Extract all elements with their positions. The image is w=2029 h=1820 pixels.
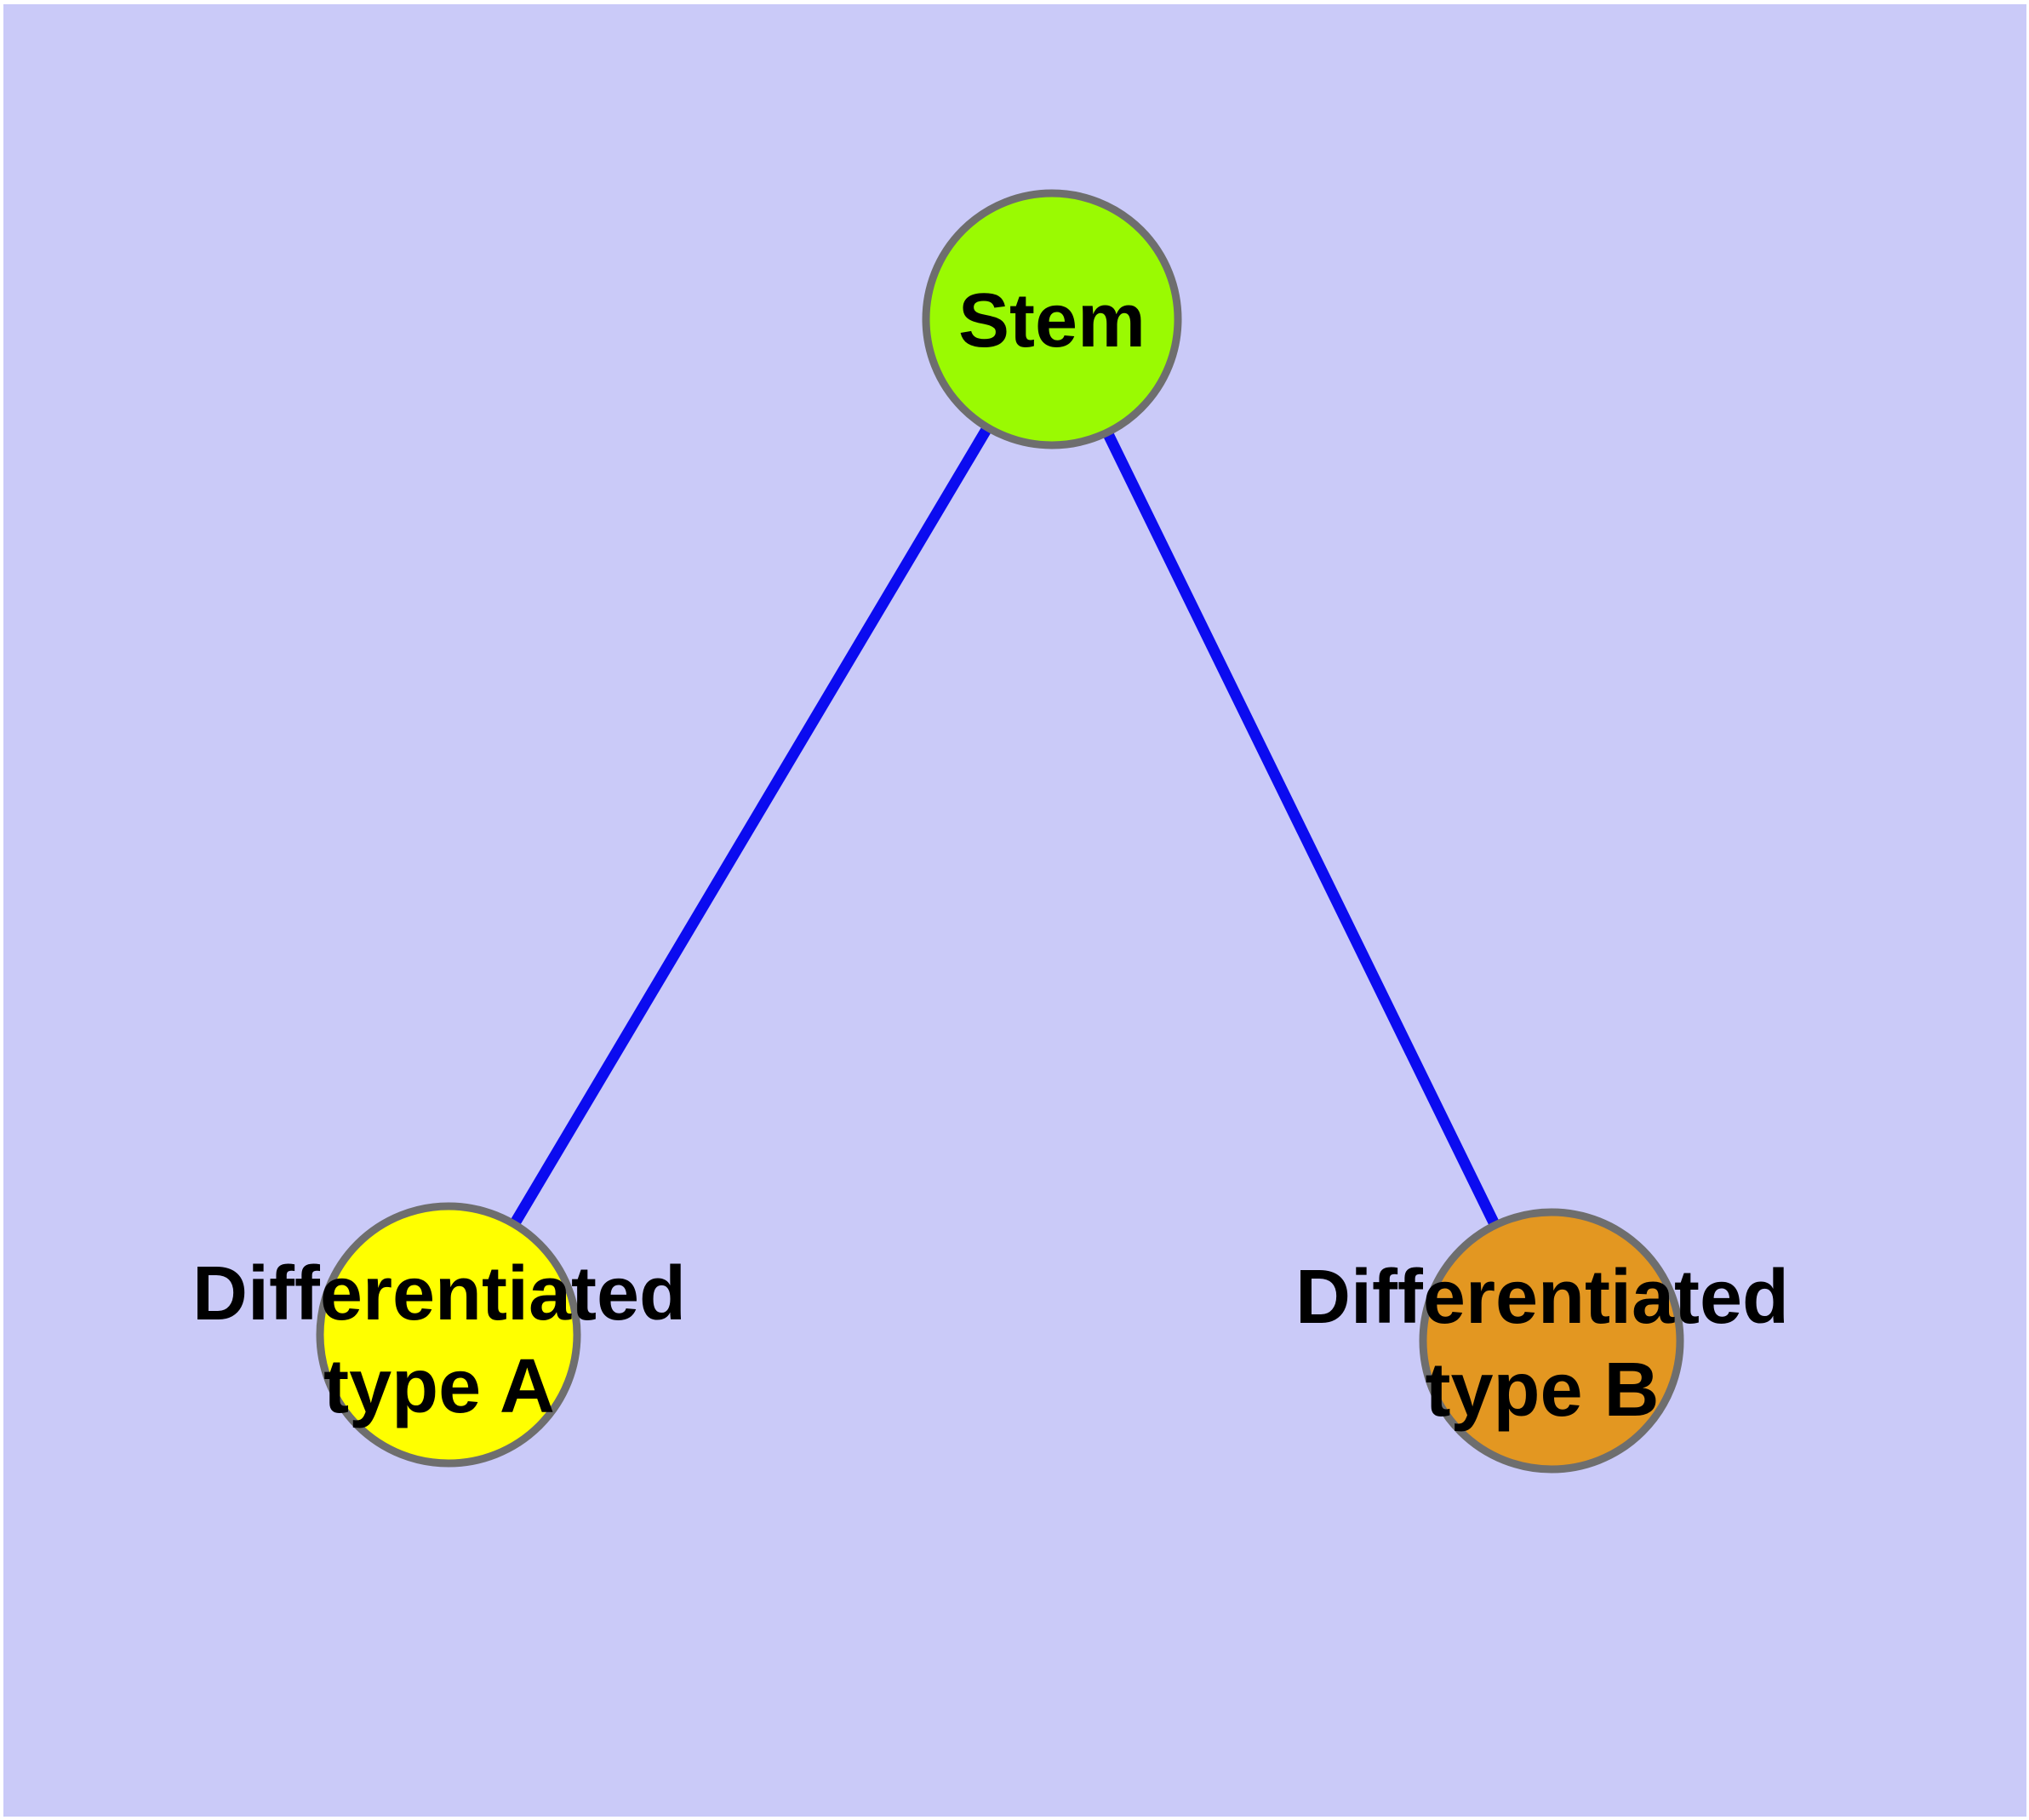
type-b-node-label-line2: type B [1425, 1348, 1659, 1433]
edge-stem-to-type-a [443, 316, 1057, 1338]
type-a-node-label-line1: Differentiated [192, 1251, 686, 1336]
type-a-node-circle [316, 1202, 581, 1468]
type-b-node-circle [1419, 1208, 1684, 1474]
type-b-node-label-line1: Differentiated [1295, 1255, 1789, 1340]
type-a-node-label-line2: type A [323, 1344, 555, 1429]
stem-node-circle [922, 189, 1182, 449]
stem-node-label: Stem [958, 278, 1146, 363]
edge-stem-to-type-b [1047, 317, 1557, 1343]
